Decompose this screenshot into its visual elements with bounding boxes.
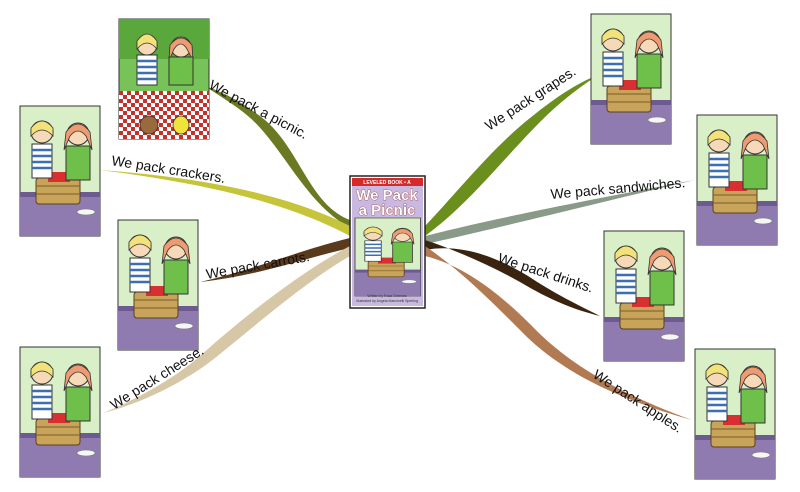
cover-illustrator-credit: Illustrated by Angela Mancinelli Sperlin… bbox=[356, 299, 418, 303]
thumbnail-apples bbox=[693, 347, 777, 481]
thumbnail-crackers bbox=[18, 104, 102, 238]
cover-title-line2: a Picnic bbox=[359, 202, 416, 219]
branch-7 bbox=[425, 240, 600, 316]
branch-label-picnic: We pack a picnic. bbox=[207, 77, 311, 143]
thumbnail-carrots bbox=[116, 218, 200, 352]
center-book-cover: LEVELED BOOK • A We Pack a Picnic Writte… bbox=[349, 175, 426, 309]
branch-label-carrots: We pack carrots. bbox=[205, 248, 311, 282]
thumbnail-sandwiches bbox=[695, 113, 779, 247]
branch-label-cheese: We pack cheese. bbox=[107, 342, 206, 412]
branch-5 bbox=[425, 74, 600, 236]
branch-group bbox=[100, 74, 695, 420]
thumbnail-cheese bbox=[18, 345, 102, 479]
cover-series-label: LEVELED BOOK • A bbox=[363, 180, 411, 186]
branch-1 bbox=[205, 86, 350, 228]
branch-label-apples: We pack apples. bbox=[590, 366, 685, 436]
branch-3 bbox=[200, 238, 350, 282]
branch-4 bbox=[103, 246, 350, 413]
cover-illustration bbox=[353, 216, 422, 298]
branch-6 bbox=[425, 180, 695, 244]
branch-label-crackers: We pack crackers. bbox=[111, 152, 227, 186]
thumbnail-drinks bbox=[602, 229, 686, 363]
cover-banner bbox=[352, 178, 423, 186]
thumbnail-grapes bbox=[589, 12, 673, 146]
thumbnail-picnic bbox=[117, 17, 211, 141]
cover-title-line1: We Pack bbox=[356, 187, 418, 204]
cover-author-credit: Written by Rosa Greenes bbox=[367, 294, 406, 298]
